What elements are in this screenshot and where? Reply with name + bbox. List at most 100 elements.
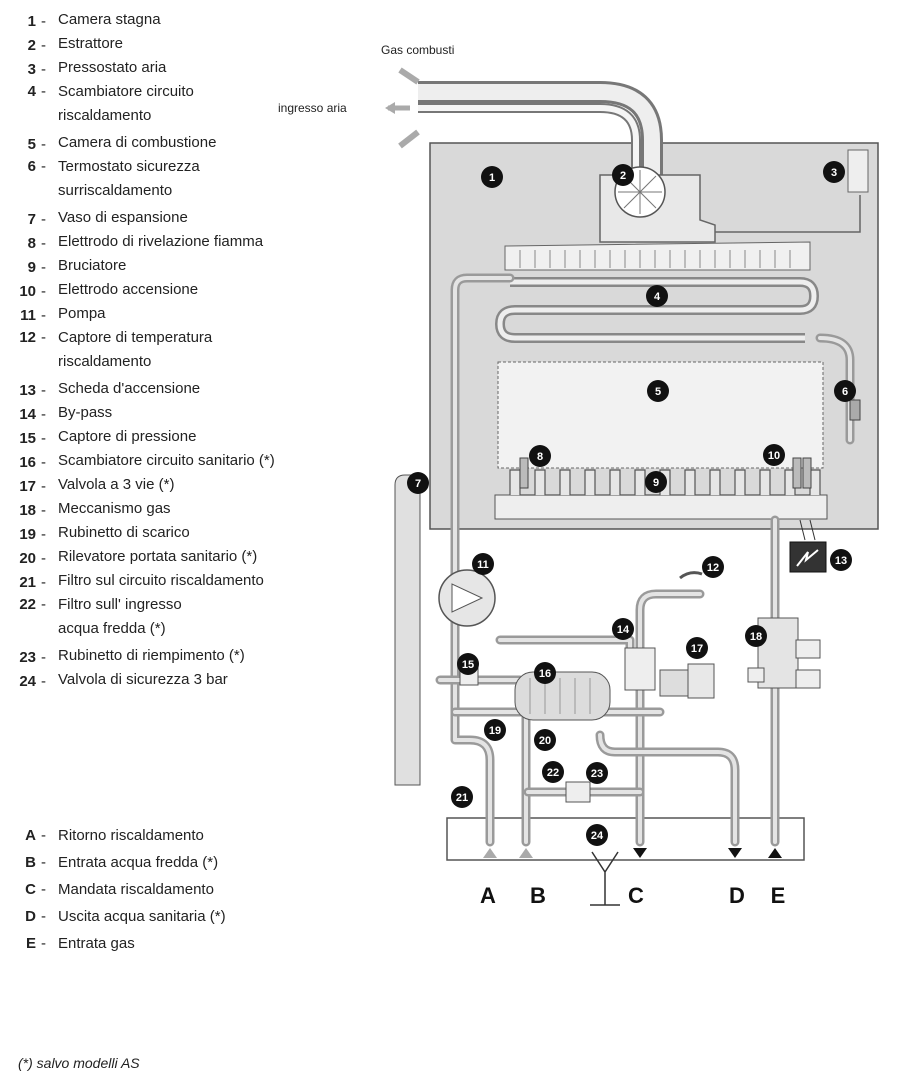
legend-number: 15: [19, 430, 36, 447]
legend-item-2: 2-Estrattore: [10, 32, 370, 56]
marker-22: 22: [542, 761, 564, 783]
air-inlet-label: ingresso aria: [278, 101, 347, 115]
connection-letter-d: D: [729, 883, 745, 908]
marker-1: 1: [481, 166, 503, 188]
legend-item-11: 11-Pompa: [10, 302, 370, 326]
legend-text: Pompa: [58, 305, 106, 322]
svg-text:13: 13: [835, 555, 847, 567]
svg-text:21: 21: [456, 792, 468, 804]
legend-number: 3: [27, 61, 36, 78]
legend-number: 4: [27, 83, 36, 100]
legend-number: 8: [27, 235, 36, 252]
legend-text: Rubinetto di scarico: [58, 524, 190, 541]
legend-text: Camera stagna: [58, 11, 161, 28]
legend-number: 23: [19, 649, 36, 666]
svg-text:15: 15: [462, 659, 474, 671]
legend-text: Scambiatore circuito: [58, 83, 194, 100]
legend-text: surriscaldamento: [58, 182, 173, 199]
footnote: (*) salvo modelli AS: [18, 1055, 140, 1071]
marker-5: 5: [647, 380, 669, 402]
legend-text: Scambiatore circuito sanitario (*): [58, 452, 275, 469]
legend-number: 13: [19, 382, 36, 399]
marker-16: 16: [534, 662, 556, 684]
legend-number: 22: [19, 596, 36, 613]
connection-item-e: E-Entrata gas: [10, 930, 226, 957]
legend-item-5: 5-Camera di combustione: [10, 131, 370, 155]
legend-text: Bruciatore: [58, 257, 127, 274]
legend-text: Estrattore: [58, 35, 124, 52]
connection-letter: C: [25, 881, 36, 898]
legend-text: Filtro sul circuito riscaldamento: [58, 572, 264, 589]
marker-21: 21: [451, 786, 473, 808]
svg-text:9: 9: [653, 477, 659, 489]
svg-text:1: 1: [489, 172, 495, 184]
connection-text: Entrata gas: [58, 935, 135, 952]
svg-text:10: 10: [768, 450, 780, 462]
legend-item-24: 24-Valvola di sicurezza 3 bar: [10, 668, 370, 692]
burner-base: [494, 494, 828, 520]
marker-14: 14: [612, 618, 634, 640]
legend-number: 1: [27, 13, 36, 30]
legend-text: Camera di combustione: [58, 134, 217, 151]
three-way-valve: [624, 647, 656, 691]
marker-24: 24: [586, 824, 608, 846]
legend-item-7: 7-Vaso di espansione: [10, 206, 370, 230]
connection-letter-b: B: [530, 883, 546, 908]
marker-12: 12: [702, 556, 724, 578]
expansion-vessel: [394, 474, 421, 786]
svg-text:4: 4: [654, 291, 661, 303]
connection-item-c: C-Mandata riscaldamento: [10, 876, 226, 903]
legend-text: Valvola a 3 vie (*): [58, 476, 175, 493]
svg-text:3: 3: [831, 167, 837, 179]
connection-letter: A: [25, 827, 36, 844]
legend-text: Vaso di espansione: [58, 209, 188, 226]
legend-item-1: 1-Camera stagna: [10, 8, 370, 32]
legend-text: Rubinetto di riempimento (*): [58, 647, 245, 664]
svg-text:8: 8: [537, 451, 543, 463]
exhaust-arrow: [398, 67, 420, 85]
marker-15: 15: [457, 653, 479, 675]
legend-text: Filtro sull' ingresso: [58, 596, 182, 613]
legend-item-23: 23-Rubinetto di riempimento (*): [10, 644, 370, 668]
svg-text:2: 2: [620, 170, 626, 182]
svg-text:11: 11: [477, 559, 489, 571]
svg-text:7: 7: [415, 478, 421, 490]
legend-text: Captore di pressione: [58, 428, 197, 445]
temperature-sensor: [679, 571, 703, 580]
legend-text: Captore di temperatura: [58, 329, 213, 346]
legend-number: 19: [19, 526, 36, 543]
legend-number: 10: [19, 283, 36, 300]
legend-number: 6: [27, 158, 36, 175]
connection-letter-c: C: [628, 883, 644, 908]
legend-text: riscaldamento: [58, 107, 152, 124]
marker-9: 9: [645, 471, 667, 493]
valve-motor: [659, 669, 689, 697]
marker-13: 13: [830, 549, 852, 571]
ignition-electrode: [792, 457, 802, 489]
marker-8: 8: [529, 445, 551, 467]
svg-text:22: 22: [547, 767, 559, 779]
svg-text:24: 24: [591, 830, 604, 842]
legend-text: Rilevatore portata sanitario (*): [58, 548, 258, 565]
legend-number: 2: [27, 37, 36, 54]
marker-2: 2: [612, 164, 634, 186]
ignition-board: [789, 541, 827, 573]
marker-6: 6: [834, 380, 856, 402]
legend-item-19: 19-Rubinetto di scarico: [10, 521, 370, 545]
legend-number: 24: [19, 673, 36, 690]
dhw-exchanger: [514, 671, 611, 721]
legend-number: 21: [19, 574, 36, 591]
connection-letter: E: [25, 935, 36, 952]
legend-item-18: 18-Meccanismo gas: [10, 497, 370, 521]
connection-item-a: A-Ritorno riscaldamento: [10, 822, 226, 849]
legend-item-10: 10-Elettrodo accensione: [10, 278, 370, 302]
legend-item-3: 3-Pressostato aria: [10, 56, 370, 80]
legend-number: 7: [27, 211, 36, 228]
svg-text:5: 5: [655, 386, 661, 398]
